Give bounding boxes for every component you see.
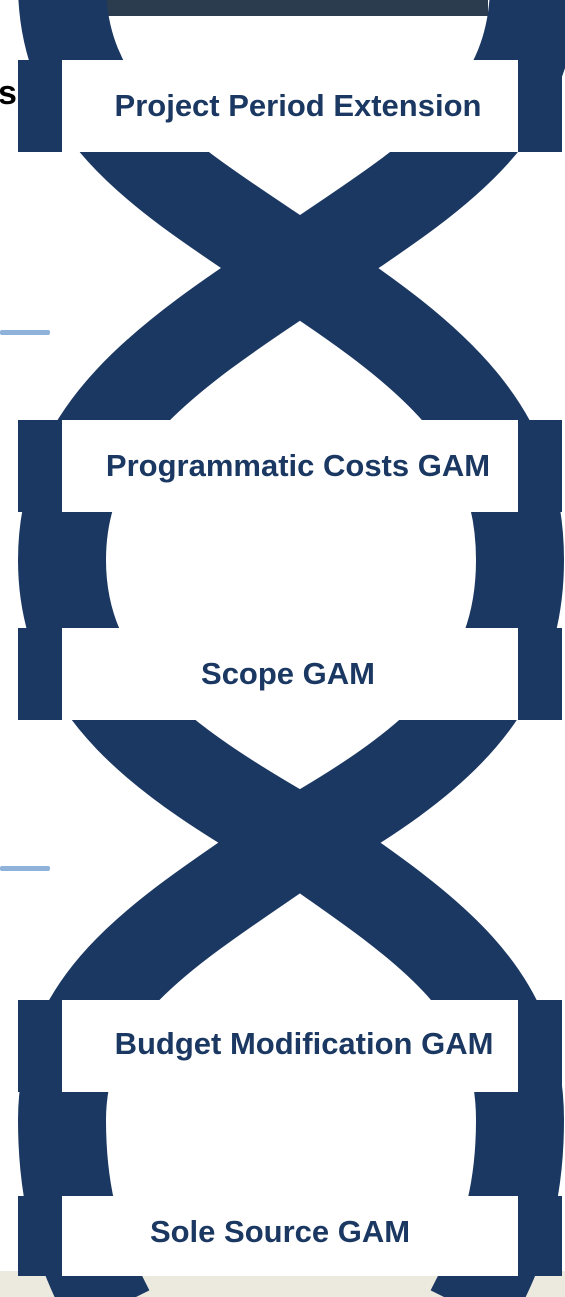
cut-off-letter: s [0, 74, 17, 112]
accent-line-upper [0, 330, 50, 335]
label-sole-source-gam: Sole Source GAM [149, 1214, 411, 1249]
rung-2 [40, 420, 540, 512]
helix-top-bar [104, 0, 488, 16]
rung-5 [40, 1196, 540, 1276]
accent-line-lower [0, 866, 50, 871]
rung-3 [40, 628, 540, 720]
rung-1 [40, 60, 540, 152]
label-budget-modification-gam: Budget Modification GAM [114, 1026, 494, 1061]
label-project-period-extension: Project Period Extension [114, 88, 482, 123]
rung-4 [40, 1000, 540, 1092]
label-programmatic-costs-gam: Programmatic Costs GAM [105, 448, 491, 483]
label-scope-gam: Scope GAM [201, 656, 375, 691]
